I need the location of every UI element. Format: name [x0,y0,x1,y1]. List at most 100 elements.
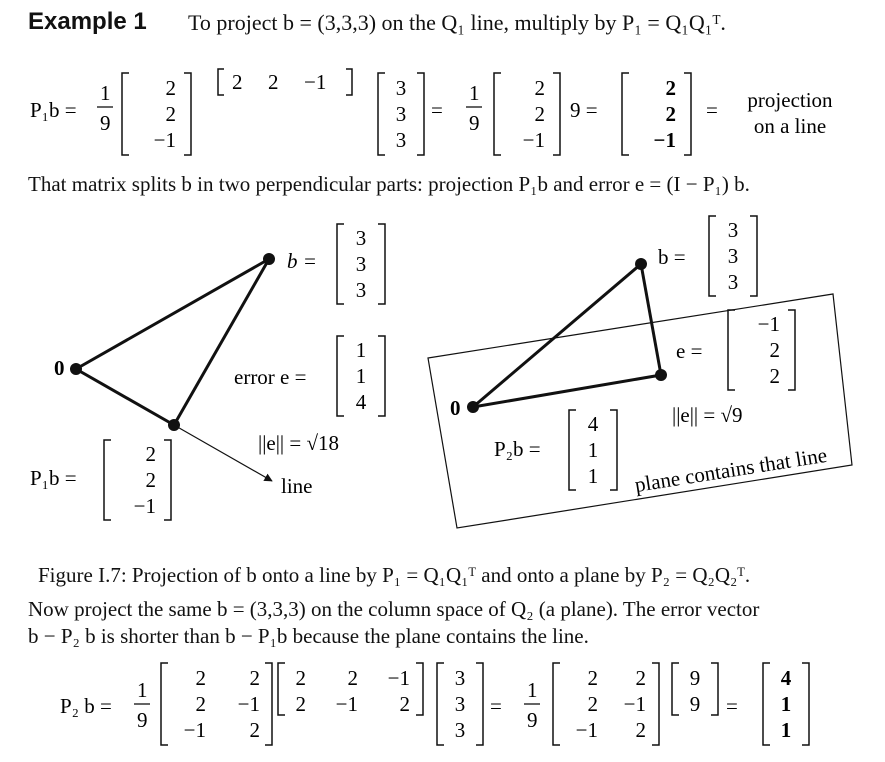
figure-projections: 0 b = 3 3 3 error e = 1 1 4 ||e|| = √18 … [30,215,853,529]
left-error-label: error e = [234,365,306,389]
svg-text:2: 2 [535,102,546,126]
svg-text:3: 3 [356,252,367,276]
eq2-matrix-m3: 2 2 2 −1 −1 2 [552,662,660,746]
right-origin-dot [467,401,479,413]
svg-text:1: 1 [356,338,367,362]
svg-text:2: 2 [770,338,781,362]
svg-text:1: 1 [781,718,792,742]
eq1-column-b: 3 3 3 [377,72,425,156]
example-intro: To project b = (3,3,3) on the Q₁ line, m… [188,10,726,35]
svg-text:−1: −1 [336,692,358,716]
left-b-label: b = [287,249,317,273]
left-e-vector: 1 1 4 [336,335,386,417]
svg-text:4: 4 [781,666,792,690]
left-p-vector: 2 2 −1 [103,439,172,521]
svg-text:−1: −1 [624,692,646,716]
right-b-dot [635,258,647,270]
svg-text:2: 2 [196,692,207,716]
svg-text:2: 2 [146,468,157,492]
eq1-column-a: 2 2 −1 [121,72,192,156]
svg-text:4: 4 [356,390,367,414]
eq1-column-c: 2 2 −1 [493,72,561,156]
left-origin-label: 0 [54,356,65,380]
svg-text:2: 2 [636,666,647,690]
svg-text:3: 3 [396,102,407,126]
eq1-times-nine: 9 = [570,98,598,122]
plane-label: plane contains that line [633,443,829,497]
eq2-column-b: 3 3 3 [436,662,484,746]
svg-text:3: 3 [728,244,739,268]
eq1-equals-final: = [706,98,718,122]
eq1-lhs: P₁b = [30,98,77,122]
eq1-label-line1: projection [747,88,833,112]
left-figure: 0 b = 3 3 3 error e = 1 1 4 ||e|| = √18 … [30,223,386,521]
para-line1: Now project the same b = (3,3,3) on the … [28,597,760,621]
svg-text:2: 2 [296,692,307,716]
svg-text:2: 2 [400,692,411,716]
svg-text:2: 2 [666,76,677,100]
right-p-vector: 4 1 1 [568,409,618,491]
left-p-label: P₁b = [30,466,77,490]
svg-text:−1: −1 [154,128,176,152]
svg-text:3: 3 [396,76,407,100]
svg-text:2: 2 [348,666,359,690]
right-figure: 0 b = 3 3 3 e = −1 2 2 ||e|| = √9 P₂b = … [427,215,853,529]
eq1-label-line2: on a line [754,114,826,138]
svg-text:3: 3 [728,218,739,242]
svg-text:2: 2 [250,666,261,690]
figure-caption: Figure I.7: Projection of b onto a line … [38,563,751,587]
svg-text:2: 2 [770,364,781,388]
svg-text:3: 3 [455,692,466,716]
eq2-equals: = [490,694,502,718]
svg-text:2: 2 [166,76,177,100]
svg-text:−1: −1 [388,666,410,690]
left-norm: ||e|| = √18 [258,431,339,455]
eq1-frac2-num: 1 [469,81,480,105]
eq1-frac2-den: 9 [469,111,480,135]
left-b-dot [263,253,275,265]
svg-text:2: 2 [196,666,207,690]
eq2-matrix-m2: 2 2 −1 2 −1 2 [277,662,424,716]
right-b-vector: 3 3 3 [708,215,758,297]
equation-projection-line: P₁b = 1 9 2 2 −1 2 2 −1 3 3 3 = 1 [30,68,833,156]
left-b-vector: 3 3 3 [336,223,386,305]
right-e-vector: −1 2 2 [727,309,796,391]
eq1-column-d: 2 2 −1 [621,72,692,156]
svg-text:9: 9 [690,692,701,716]
eq2-equals-final: = [726,694,738,718]
svg-text:−1: −1 [304,70,326,94]
svg-text:2: 2 [166,102,177,126]
svg-text:2: 2 [232,70,243,94]
example-heading: Example 1 [28,8,147,35]
splits-sentence: That matrix splits b in two perpendicula… [28,172,750,196]
eq2-result: 4 1 1 [762,662,810,746]
eq2-frac-num: 1 [137,678,148,702]
svg-text:3: 3 [356,226,367,250]
svg-text:1: 1 [356,364,367,388]
equation-projection-plane: P₂ b = 1 9 2 2 2 −1 −1 2 2 2 −1 2 −1 2 [60,662,810,746]
svg-text:2: 2 [146,442,157,466]
svg-text:9: 9 [690,666,701,690]
svg-text:−1: −1 [134,494,156,518]
svg-text:2: 2 [636,718,647,742]
eq2-column-nine: 9 9 [671,662,719,716]
plane-outline [427,293,853,529]
right-e-label: e = [676,339,702,363]
svg-text:2: 2 [250,718,261,742]
svg-text:−1: −1 [523,128,545,152]
svg-text:−1: −1 [238,692,260,716]
eq2-frac2-den: 9 [527,708,538,732]
para-line2: b − P₂ b is shorter than b − P₁b because… [28,624,589,648]
svg-text:2: 2 [588,692,599,716]
left-p-dot [168,419,180,431]
right-norm: ||e|| = √9 [672,403,743,427]
svg-text:2: 2 [588,666,599,690]
left-origin-dot [70,363,82,375]
eq1-frac-num: 1 [100,81,111,105]
svg-text:4: 4 [588,412,599,436]
svg-text:2: 2 [296,666,307,690]
svg-text:3: 3 [396,128,407,152]
left-line-label: line [281,474,313,498]
svg-text:2: 2 [268,70,279,94]
eq1-row-a: 2 2 −1 [217,68,353,96]
